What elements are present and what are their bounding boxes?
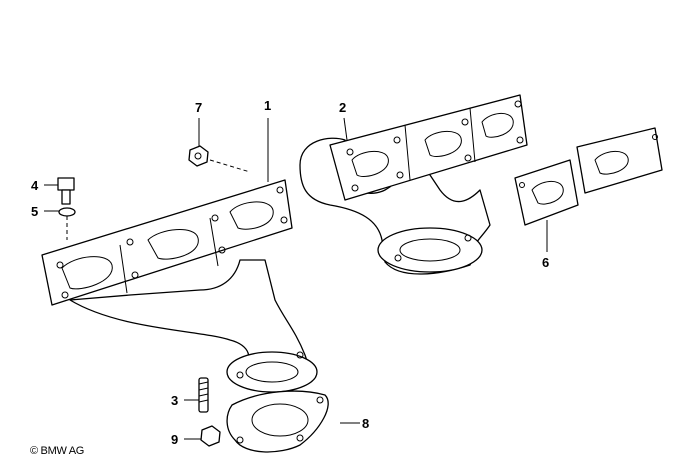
part-5-washer[interactable]	[58, 207, 76, 217]
part-2-exhaust-manifold-rear[interactable]	[299, 94, 528, 275]
part-9-nut[interactable]	[200, 425, 221, 447]
callout-2: 2	[339, 100, 347, 115]
callout-5: 5	[31, 204, 39, 219]
part-8-outlet-gasket[interactable]	[226, 390, 329, 453]
callout-4: 4	[31, 178, 39, 193]
callout-7: 7	[195, 100, 203, 115]
callout-8: 8	[362, 416, 370, 431]
callout-9: 9	[171, 432, 179, 447]
part-7-nut[interactable]	[188, 145, 209, 167]
callout-3: 3	[171, 393, 179, 408]
part-4-bolt[interactable]	[57, 177, 75, 205]
part-3-stud[interactable]	[198, 377, 209, 413]
callout-6: 6	[542, 255, 550, 270]
part-1-exhaust-manifold-front[interactable]	[41, 179, 318, 393]
copyright-notice: © BMW AG	[30, 445, 84, 457]
callout-1: 1	[264, 98, 272, 113]
part-6-manifold-gasket[interactable]	[514, 127, 663, 226]
leader-lines	[44, 117, 548, 440]
